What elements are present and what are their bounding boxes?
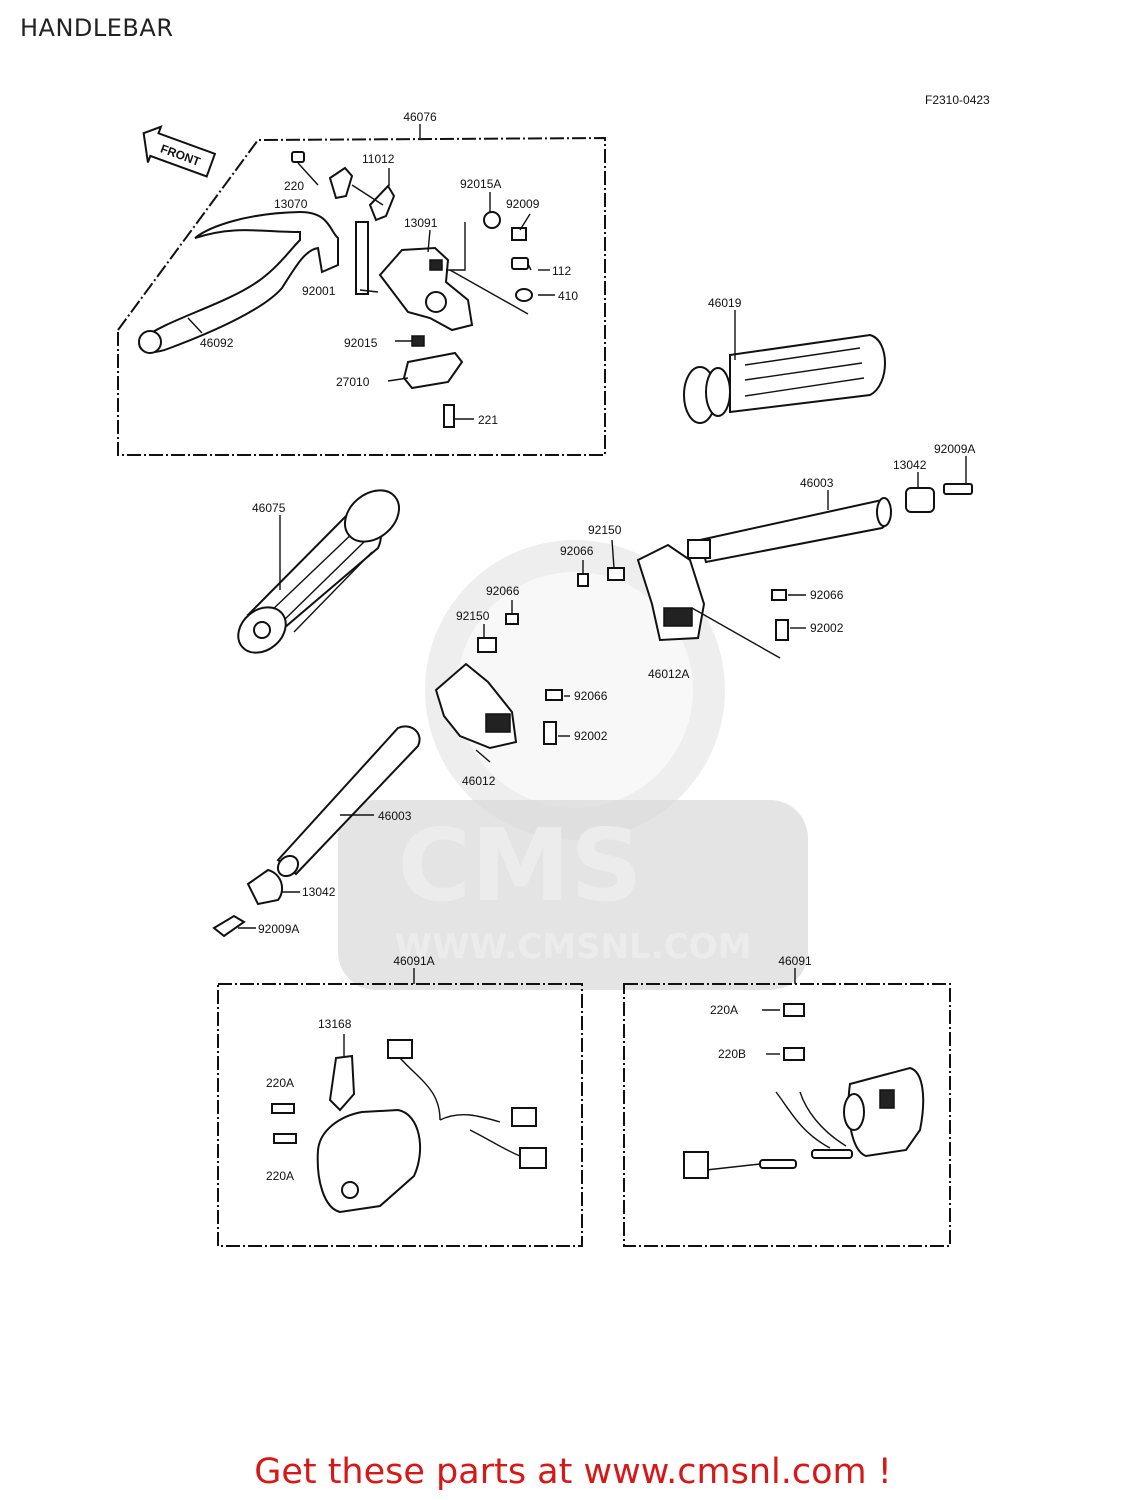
- part-label-46012: 46012: [462, 774, 496, 788]
- part-label-92009A-left: 92009A: [258, 922, 299, 936]
- part-label-92015: 92015: [344, 336, 378, 350]
- part-label-92066-right-2: 92066: [810, 588, 844, 602]
- part-label-92002-right: 92002: [810, 621, 844, 635]
- part-label-92002-left: 92002: [574, 729, 608, 743]
- footer-promo-link[interactable]: Get these parts at www.cmsnl.com !: [254, 1452, 892, 1492]
- part-label-11012: 11012: [362, 152, 395, 166]
- part-label-13042-right: 13042: [893, 458, 927, 472]
- front-arrow-icon: FRONT: [142, 125, 217, 178]
- part-label-92066-left-2: 92066: [574, 689, 608, 703]
- leader-lines-lever: [187, 162, 555, 420]
- part-label-92001: 92001: [302, 284, 336, 298]
- page-title: HANDLEBAR: [20, 14, 174, 42]
- part-label-92150-right: 92150: [588, 523, 622, 537]
- part-label-220: 220: [284, 179, 304, 193]
- part-label-410: 410: [558, 289, 578, 303]
- group-46091: 46091 220A 220B: [623, 954, 951, 1247]
- part-label-46092: 46092: [200, 336, 234, 350]
- watermark-brand: CMS: [398, 807, 643, 924]
- part-label-46019: 46019: [708, 296, 742, 310]
- group-label-46091: 46091: [778, 954, 812, 968]
- part-label-13091: 13091: [404, 216, 438, 230]
- lever-holder: [378, 246, 474, 332]
- part-label-13168: 13168: [318, 1017, 352, 1031]
- part-label-27010: 27010: [336, 375, 370, 389]
- part-label-112: 112: [552, 264, 571, 278]
- part-label-46003-right: 46003: [800, 476, 834, 490]
- part-label-92066-right-1: 92066: [560, 544, 594, 558]
- part-label-92009A-right: 92009A: [934, 442, 975, 456]
- group-46091A: 46091A 13168 220A 220A: [217, 954, 583, 1247]
- part-label-92015A: 92015A: [460, 177, 501, 191]
- labels-lever-group: 220 11012 13070 92015A 92009 13091 112 9…: [200, 152, 578, 427]
- part-label-13042-left: 13042: [302, 885, 336, 899]
- part-label-220A-2: 220A: [266, 1169, 294, 1183]
- figure-code: F2310-0423: [925, 93, 990, 107]
- left-handlebar: 46003 13042 92009A: [212, 725, 421, 938]
- part-label-92066-left-1: 92066: [486, 584, 520, 598]
- part-label-221: 221: [478, 413, 498, 427]
- throttle-grip: 46019: [683, 296, 886, 424]
- right-handlebar: 46003 13042 92009A: [687, 442, 975, 564]
- part-label-92009: 92009: [506, 197, 540, 211]
- part-label-46075: 46075: [252, 501, 286, 515]
- small-parts-lever: [291, 151, 533, 428]
- left-grip: 46075: [237, 489, 400, 654]
- left-clamp: 92066 92150 92066 92002 46012: [434, 584, 608, 788]
- clutch-lever: [138, 210, 339, 354]
- part-label-46003-left: 46003: [378, 809, 412, 823]
- part-label-13070: 13070: [274, 197, 308, 211]
- part-label-220A-3: 220A: [710, 1003, 738, 1017]
- cms-watermark: CMS WWW.CMSNL.COM: [338, 540, 808, 990]
- group-46076: 46076: [117, 110, 606, 456]
- group-label-46076: 46076: [403, 110, 437, 124]
- group-label-46091A: 46091A: [393, 954, 434, 968]
- part-label-46012A: 46012A: [648, 667, 689, 681]
- right-clamp: 46012A 92150 92066 92066 92002: [560, 523, 844, 681]
- watermark-url: WWW.CMSNL.COM: [395, 927, 752, 967]
- part-label-220B: 220B: [718, 1047, 746, 1061]
- part-label-92150-left: 92150: [456, 609, 490, 623]
- part-label-220A-1: 220A: [266, 1076, 294, 1090]
